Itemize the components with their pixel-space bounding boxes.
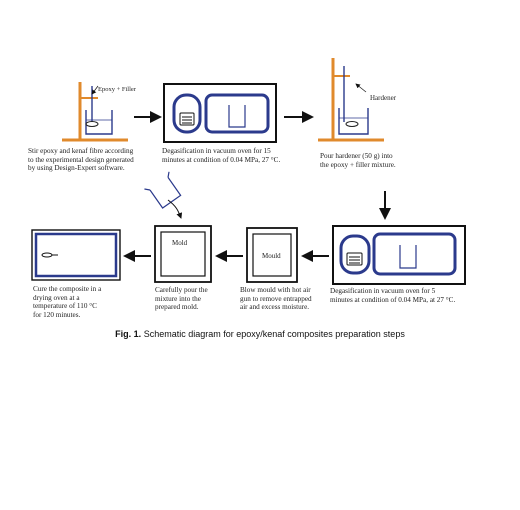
caption-degas-1: Degasification in vacuum oven for 15 min… <box>162 147 281 164</box>
mould-icon <box>246 227 298 283</box>
drying-oven-icon <box>31 229 121 281</box>
caption-cure: Cure the composite in a drying oven at a… <box>33 285 102 319</box>
hardener-apparatus <box>318 58 384 142</box>
pouring-container-icon <box>144 171 182 209</box>
vacuum-oven-icon <box>163 83 277 143</box>
figure-caption-text: Schematic diagram for epoxy/kenaf compos… <box>141 329 405 339</box>
caption-blow-mould: Blow mould with hot air gun to remove en… <box>240 286 312 312</box>
caption-pour-mold: Carefully pour the mixture into the prep… <box>155 286 208 312</box>
stir-apparatus <box>62 82 128 142</box>
mould-label: Mould <box>262 252 281 260</box>
figure-caption-label: Fig. 1. <box>115 329 142 339</box>
stir-apparatus-label: Epoxy + Filler <box>98 86 137 93</box>
caption-hardener: Pour hardener (50 g) into the epoxy + fi… <box>320 152 396 169</box>
caption-stir: Stir epoxy and kenaf fibre according to … <box>28 147 134 173</box>
caption-degas-2: Degasification in vacuum oven for 5 minu… <box>330 287 456 304</box>
hardener-label: Hardener <box>370 94 397 102</box>
mold-icon <box>154 225 212 283</box>
figure-caption: Fig. 1. Schematic diagram for epoxy/kena… <box>0 329 520 339</box>
mold-label: Mold <box>172 239 188 247</box>
vacuum-oven-icon-2 <box>332 225 466 285</box>
pour-arrow <box>167 199 183 219</box>
